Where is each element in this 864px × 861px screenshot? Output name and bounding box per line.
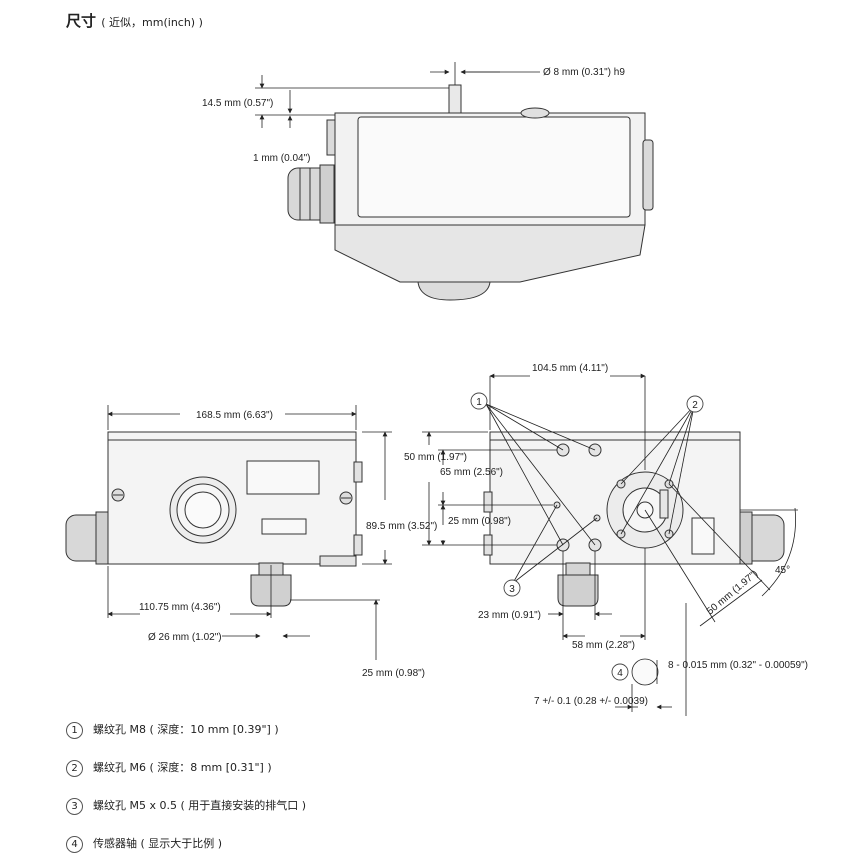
dim-front-width: 168.5 mm (6.63") [196,410,273,421]
front-view [65,431,363,607]
dim-front-height: 89.5 mm (3.52") [366,521,437,532]
dim-side-65: 65 mm (2.56") [440,467,503,478]
callout-4-label: 4 [617,668,623,679]
legend-text: 传感器轴 ( 显示大于比例 ) [93,837,223,850]
title-main: 尺寸 [66,12,97,30]
top-lower-housing [334,224,646,283]
dim-shaft-key: 8 - 0.015 mm (0.32" - 0.00059") [668,660,808,671]
callout-2 [686,395,704,413]
dim-hole-diameter: Ø 26 mm (1.02") [148,632,222,643]
callout-3-label: 3 [509,584,515,595]
dim-shaft-height: 14.5 mm (0.57") [202,98,273,109]
dim-side-angle: 45° [775,565,790,576]
legend-item-4: 4 传感器轴 ( 显示大于比例 ) [66,835,222,853]
dim-side-23: 23 mm (0.91") [478,610,541,621]
dim-gap: 1 mm (0.04") [253,153,310,164]
page-title: 尺寸 ( 近似，mm(inch) ) [66,10,203,31]
dim-side-58: 58 mm (2.28") [572,640,635,651]
top-view-dims [255,62,540,128]
title-sub: ( 近似，mm(inch) ) [101,16,203,29]
dim-side-50: 50 mm (1.97") [404,452,467,463]
legend-item-1: 1 螺纹孔 M8 ( 深度：10 mm [0.39"] ) [66,721,279,739]
legend-number: 3 [66,798,83,815]
dim-shaft-flat: 7 +/- 0.1 (0.28 +/- 0.0039) [534,696,648,707]
dim-front-depth: 25 mm (0.98") [362,668,425,679]
legend-item-3: 3 螺纹孔 M5 x 0.5 ( 用于直接安装的排气口 ) [66,797,306,815]
side-bottom-fitting [565,562,591,576]
front-view-dims [107,405,392,660]
legend-number: 1 [66,722,83,739]
top-shaft [448,84,462,116]
legend-number: 2 [66,760,83,777]
legend-text: 螺纹孔 M6 ( 深度：8 mm [0.31"] ) [93,761,272,774]
dim-side-diagonal: 50 mm (1.97") [705,568,760,617]
legend-number: 4 [66,836,83,853]
legend-item-2: 2 螺纹孔 M6 ( 深度：8 mm [0.31"] ) [66,759,272,777]
callout-1 [470,392,488,410]
dim-shaft-diameter: Ø 8 mm (0.31") h9 [543,67,625,78]
dim-side-25: 25 mm (0.98") [448,516,511,527]
callout-2-label: 2 [692,400,698,411]
callout-1-label: 1 [476,397,482,408]
callout-3 [503,579,521,597]
top-window [357,116,631,218]
dim-side-width: 104.5 mm (4.11") [532,363,608,374]
front-label [261,518,307,535]
legend-text: 螺纹孔 M5 x 0.5 ( 用于直接安装的排气口 ) [93,799,307,812]
top-bottom-knob [417,281,491,301]
side-label [691,517,715,555]
side-view-dims [422,373,798,716]
top-view [287,84,654,301]
front-display [246,460,320,495]
shaft-detail [631,658,659,686]
dim-front-offset: 110.75 mm (4.36") [139,602,221,613]
callout-4 [611,663,629,681]
callout-markers [470,392,704,681]
legend-text: 螺纹孔 M8 ( 深度：10 mm [0.39"] ) [93,723,279,736]
